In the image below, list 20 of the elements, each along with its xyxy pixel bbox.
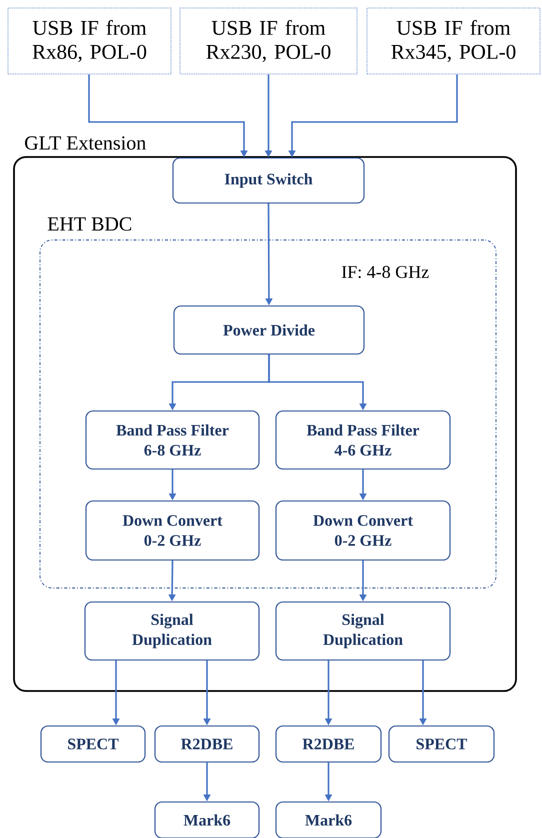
edge-label: IF: 4-8 GHz: [342, 266, 429, 278]
node-label: EHT BDC: [48, 217, 132, 231]
process-box: Mark6: [154, 801, 260, 838]
node-label: GLT Extension: [25, 136, 146, 150]
process-box: Down Convert 0-2 GHz: [275, 500, 451, 561]
process-box: SPECT: [388, 725, 495, 763]
process-box: Signal Duplication: [275, 601, 451, 661]
source-box: USB IF from Rx86, POL-0: [8, 8, 172, 74]
process-box: R2DBE: [154, 725, 260, 763]
process-box: Input Switch: [172, 157, 365, 204]
source-box: USB IF from Rx345, POL-0: [366, 8, 540, 74]
process-box: Down Convert 0-2 GHz: [85, 500, 260, 561]
process-box: Band Pass Filter 6-8 GHz: [85, 410, 260, 470]
process-box: Power Divide: [173, 305, 365, 355]
process-box: R2DBE: [275, 725, 382, 763]
process-box: Mark6: [275, 801, 382, 838]
process-box: Signal Duplication: [84, 601, 260, 661]
source-box: USB IF from Rx230, POL-0: [180, 8, 358, 74]
process-box: Band Pass Filter 4-6 GHz: [275, 410, 451, 470]
process-box: SPECT: [40, 725, 146, 763]
